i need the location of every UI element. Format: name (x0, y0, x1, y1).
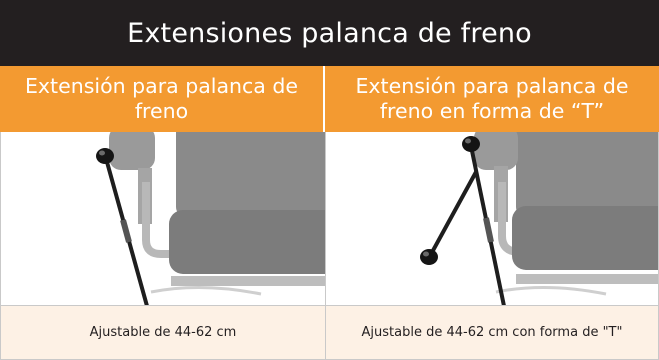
armrest-shape (474, 132, 518, 170)
caption-extension: Ajustable de 44-62 cm (0, 306, 325, 360)
column-header-t-extension: Extensión para palanca de freno en forma… (325, 66, 659, 132)
comparison-table: Extensión para palanca de freno Extensió… (0, 66, 659, 360)
lever-knob (96, 148, 114, 164)
t-shaped-brake-lever-extension-photo (325, 132, 659, 306)
wheelchair-t-extension-illustration (420, 132, 658, 305)
base-rail (495, 285, 607, 296)
backrest-shape (176, 132, 325, 217)
column-header-extension: Extensión para palanca de freno (0, 66, 325, 132)
armrest-shape (109, 132, 155, 170)
t-crossbar (428, 171, 478, 257)
lower-frame (171, 276, 325, 286)
seat-cushion (169, 210, 325, 274)
brake-lever-extension-photo (0, 132, 325, 306)
knob-highlight-side (423, 251, 429, 257)
frame-tube (142, 182, 191, 258)
lever-knob-top (462, 136, 480, 152)
extension-clamp (120, 219, 132, 243)
wheelchair-extension-illustration (96, 132, 325, 305)
backrest-shape (516, 132, 658, 217)
extension-clamp (483, 217, 494, 243)
knob-highlight (99, 150, 105, 156)
caption-t-extension: Ajustable de 44-62 cm con forma de "T" (325, 306, 659, 360)
lower-frame (516, 274, 658, 284)
knob-highlight (465, 138, 471, 144)
base-rail (150, 285, 262, 296)
page-title: Extensiones palanca de freno (0, 0, 659, 66)
seat-cushion (512, 206, 658, 270)
lever-knob-side (420, 249, 438, 265)
